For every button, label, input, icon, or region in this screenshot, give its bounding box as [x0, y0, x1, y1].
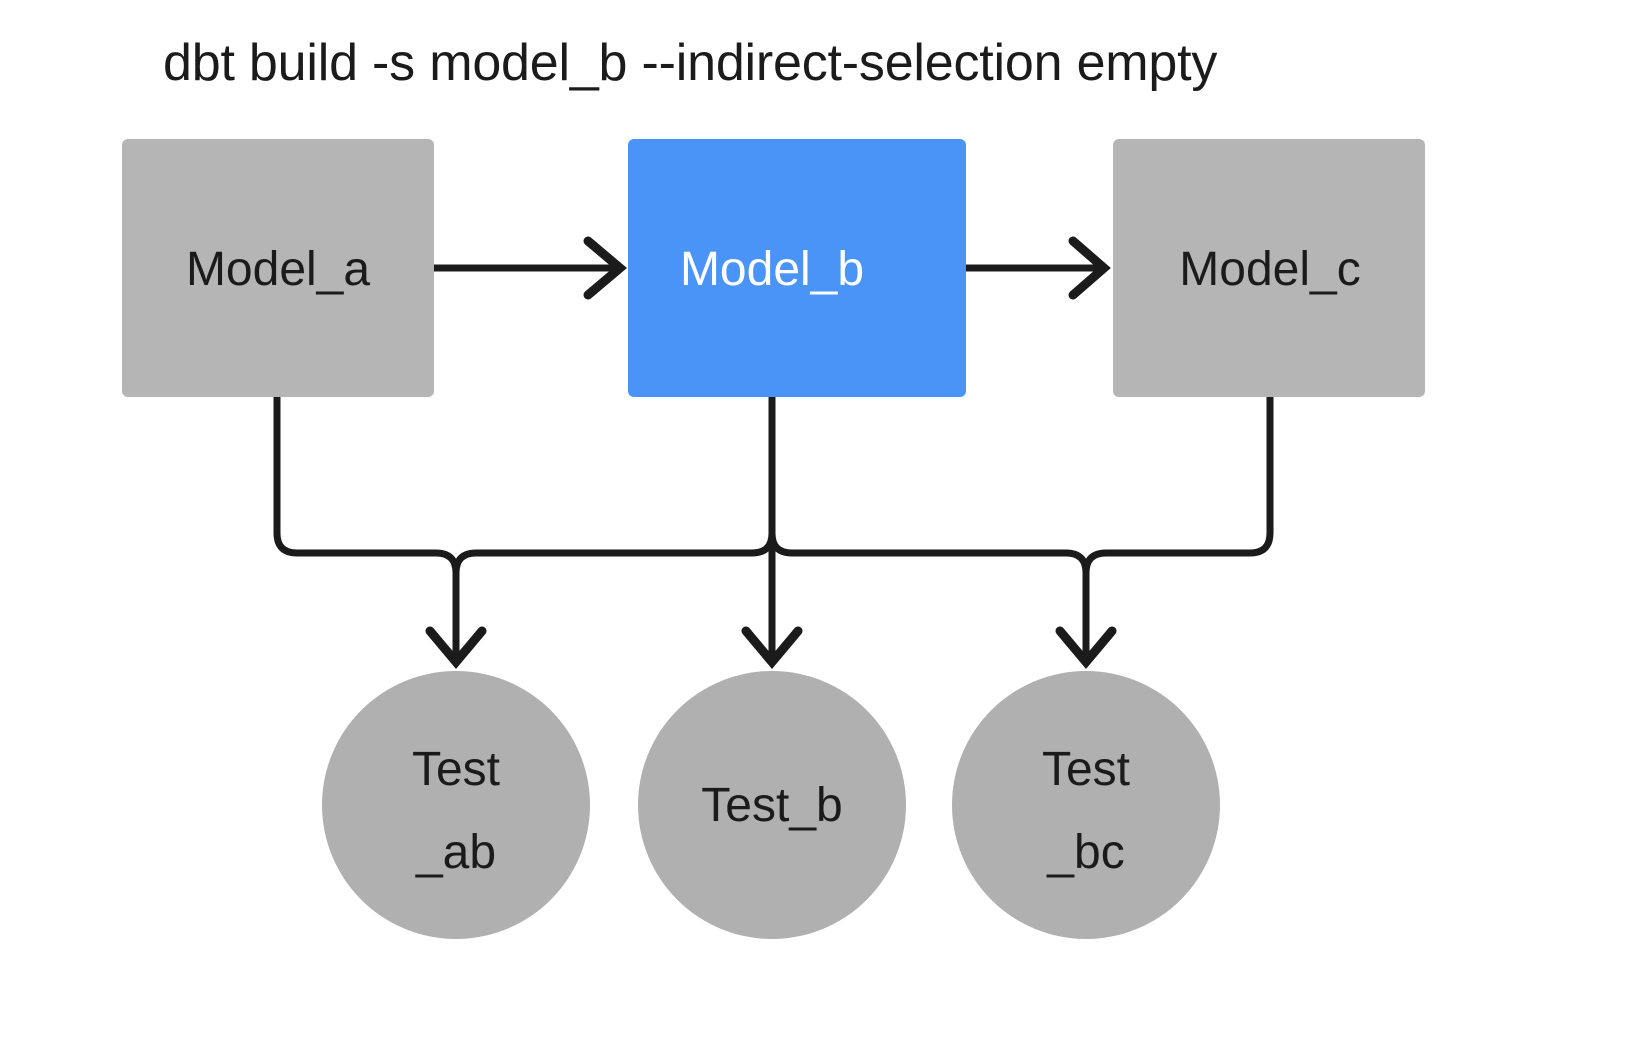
- page-title: dbt build -s model_b --indirect-selectio…: [163, 34, 1217, 92]
- test-bc-label-line-1: Test: [1042, 743, 1130, 796]
- test-bc-circle[interactable]: [952, 671, 1220, 939]
- model-a-box[interactable]: [122, 139, 434, 397]
- model-c-box[interactable]: [1113, 139, 1425, 397]
- test-ab-label-line-1: Test: [412, 743, 500, 796]
- node-model-c[interactable]: Model_c: [1113, 139, 1425, 397]
- edge-model-a-to-test-ab: [273, 397, 487, 670]
- model-b-label: Model_b: [680, 243, 864, 296]
- model-b-box[interactable]: [628, 139, 966, 397]
- edge-model-a-to-model-b: [434, 236, 627, 300]
- model-a-label: Model_a: [186, 243, 370, 296]
- node-test-b[interactable]: Test_b: [638, 671, 906, 939]
- edge-model-c-to-test-bc: [1082, 397, 1274, 655]
- test-b-label: Test_b: [701, 779, 842, 832]
- edge-model-b-to-model-c: [966, 236, 1111, 300]
- edge-model-b-to-test-bc: [768, 397, 1117, 670]
- node-test-ab[interactable]: Test _ab: [322, 671, 590, 939]
- node-model-b[interactable]: Model_b: [628, 139, 966, 397]
- test-ab-label-line-2: _ab: [415, 826, 496, 879]
- edge-model-b-to-test-ab: [452, 397, 776, 655]
- test-bc-label-line-2: _bc: [1046, 826, 1124, 879]
- test-b-circle[interactable]: [638, 671, 906, 939]
- node-model-a[interactable]: Model_a: [122, 139, 434, 397]
- node-test-bc[interactable]: Test _bc: [952, 671, 1220, 939]
- model-c-label: Model_c: [1179, 243, 1360, 296]
- test-ab-circle[interactable]: [322, 671, 590, 939]
